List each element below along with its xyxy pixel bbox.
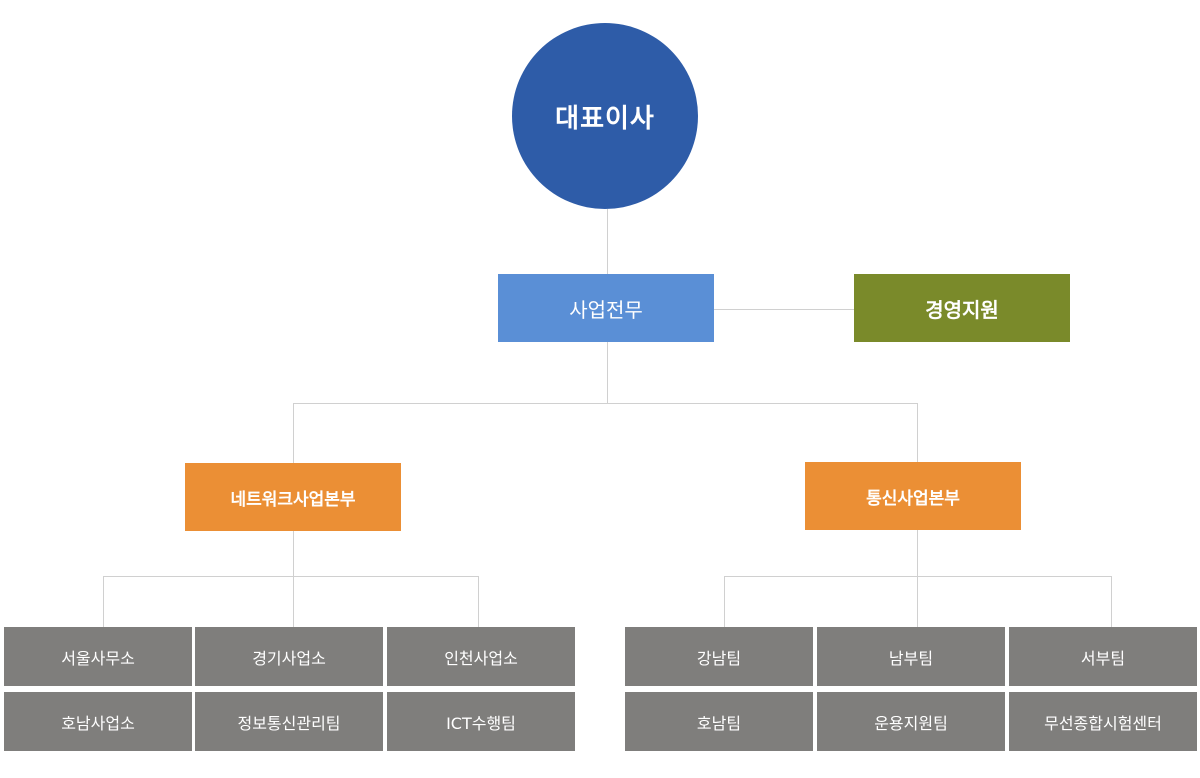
- connector-div1-down: [293, 531, 294, 577]
- team-node: 호남사업소: [4, 692, 192, 751]
- connector-div2-team-2: [917, 576, 918, 627]
- connector-exec-divisions: [607, 342, 608, 404]
- executive-node: 사업전무: [498, 274, 714, 342]
- connector-div2-team-1: [724, 576, 725, 627]
- team-node: 경기사업소: [195, 627, 383, 686]
- connector-div1-team-3: [478, 576, 479, 627]
- connector-ceo-exec: [607, 209, 608, 274]
- connector-div2-down: [917, 530, 918, 577]
- team-node: 인천사업소: [387, 627, 575, 686]
- connector-div2-teams-bar: [724, 576, 1112, 577]
- team-node: 남부팀: [817, 627, 1005, 686]
- team-node: 서부팀: [1009, 627, 1197, 686]
- connector-div1-team-2: [293, 576, 294, 627]
- connector-div1-team-1: [103, 576, 104, 627]
- team-node: ICT수행팀: [387, 692, 575, 751]
- connector-div1-teams-bar: [103, 576, 479, 577]
- management-support-node: 경영지원: [854, 274, 1070, 342]
- connector-div1: [293, 403, 294, 463]
- telecom-division-node: 통신사업본부: [805, 462, 1021, 530]
- connector-divisions-bar: [293, 403, 918, 404]
- ceo-node: 대표이사: [512, 23, 698, 209]
- connector-div2-team-3: [1111, 576, 1112, 627]
- team-node: 서울사무소: [4, 627, 192, 686]
- network-division-node: 네트워크사업본부: [185, 463, 401, 531]
- team-node: 무선종합시험센터: [1009, 692, 1197, 751]
- team-node: 호남팀: [625, 692, 813, 751]
- connector-exec-mgmt: [714, 309, 854, 310]
- team-node: 정보통신관리팀: [195, 692, 383, 751]
- team-node: 강남팀: [625, 627, 813, 686]
- team-node: 운용지원팀: [817, 692, 1005, 751]
- connector-div2: [917, 403, 918, 462]
